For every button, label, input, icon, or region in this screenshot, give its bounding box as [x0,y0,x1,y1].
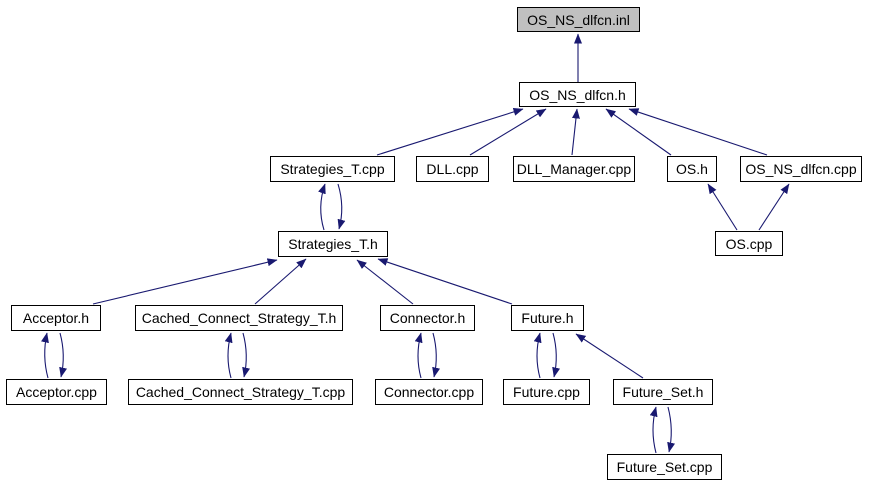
edge-future-set-cpp-to-future-set-h [649,406,658,454]
edge-cached-h-to-strategies-t-h [254,258,307,305]
edge-strategies-t-cpp-to-os-ns-dlfcn-h [376,108,524,156]
node-cached-cpp[interactable]: Cached_Connect_Strategy_T.cpp [128,379,353,405]
edge-os-ns-dlfcn-cpp-to-os-ns-dlfcn-h [628,108,768,156]
node-future-cpp[interactable]: Future.cpp [503,379,590,405]
edge-cached-h-to-cached-cpp [242,332,251,378]
edge-future-cpp-to-future-h [533,332,542,379]
node-future-set-h[interactable]: Future_Set.h [613,379,713,405]
node-os-h[interactable]: OS.h [667,156,717,182]
edge-cached-cpp-to-cached-h [224,332,233,379]
edge-connector-h-to-strategies-t-h [356,259,414,305]
edge-os-h-to-os-ns-dlfcn-h [605,108,672,156]
edge-strategies-t-h-to-strategies-t-cpp [318,183,326,231]
edge-acceptor-h-to-strategies-t-h [92,258,278,305]
node-os-ns-dlfcn-h[interactable]: OS_NS_dlfcn.h [519,82,636,107]
node-future-h[interactable]: Future.h [511,305,584,331]
edge-future-h-to-future-cpp [552,332,561,378]
edge-future-set-h-to-future-h [575,333,644,379]
edge-strategies-t-cpp-to-strategies-t-h [337,183,346,230]
node-dll-cpp[interactable]: DLL.cpp [416,156,489,182]
node-acceptor-h[interactable]: Acceptor.h [11,305,101,331]
edge-os-cpp-to-os-h [707,183,738,231]
node-connector-h[interactable]: Connector.h [380,305,475,331]
node-cached-h[interactable]: Cached_Connect_Strategy_T.h [135,305,343,331]
edge-dll-cpp-to-os-ns-dlfcn-h [469,108,547,156]
edge-dll-manager-cpp-to-os-ns-dlfcn-h [571,108,580,156]
edge-future-set-h-to-future-set-cpp [667,406,676,453]
node-acceptor-cpp[interactable]: Acceptor.cpp [6,379,107,405]
node-dll-manager-cpp[interactable]: DLL_Manager.cpp [513,156,635,182]
edge-future-h-to-strategies-t-h [377,258,513,305]
edge-os-cpp-to-os-ns-dlfcn-cpp [758,183,790,231]
node-os-ns-dlfcn-cpp[interactable]: OS_NS_dlfcn.cpp [740,156,862,182]
node-os-cpp[interactable]: OS.cpp [715,231,783,256]
edge-acceptor-cpp-to-acceptor-h [41,332,49,379]
node-future-set-cpp[interactable]: Future_Set.cpp [607,454,722,480]
node-strategies-t-cpp[interactable]: Strategies_T.cpp [270,156,395,182]
node-os-ns-dlfcn-inl[interactable]: OS_NS_dlfcn.inl [517,7,640,32]
edge-acceptor-h-to-acceptor-cpp [59,332,68,378]
edge-connector-cpp-to-connector-h [414,332,423,379]
node-strategies-t-h[interactable]: Strategies_T.h [278,231,388,257]
edge-connector-h-to-connector-cpp [432,332,441,378]
node-connector-cpp[interactable]: Connector.cpp [375,379,483,405]
